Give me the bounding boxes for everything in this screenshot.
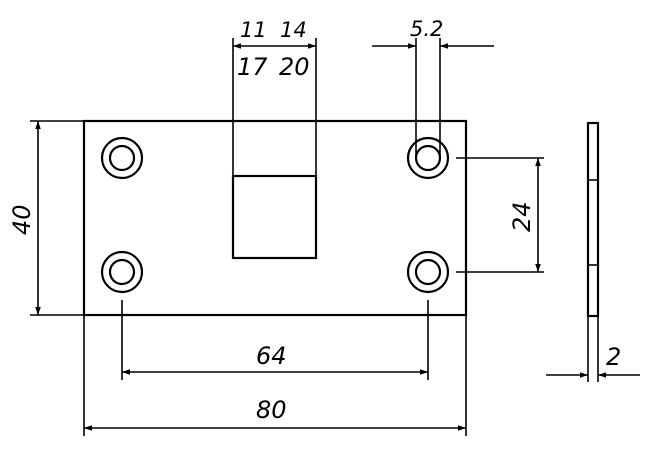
slot-width-label-bottom-b: 20 [279, 53, 310, 81]
hole-diameter-label: 5.2 [410, 17, 443, 41]
hole-diameter-dimension: 5.2 [372, 17, 494, 158]
hole-spacing-vertical-dimension: 24 [456, 157, 544, 273]
hole-top-left [100, 136, 144, 180]
thickness-dimension: 2 [546, 316, 640, 382]
hole-top-right [406, 136, 450, 180]
height-dimension: 40 [8, 120, 84, 316]
hole-spacing-horizontal-dimension: 64 [121, 300, 429, 380]
thickness-label: 2 [606, 343, 621, 371]
width-label: 80 [256, 396, 287, 424]
slot-width-label-top-b: 14 [280, 18, 307, 42]
slot-width-label-top-a: 11 [240, 18, 267, 42]
slot-dimension: 11 14 17 20 [232, 18, 317, 176]
side-view [586, 121, 600, 318]
hole-spacing-vertical-label: 24 [508, 201, 536, 232]
height-label: 40 [8, 204, 36, 235]
square-slot [231, 174, 318, 260]
plate-outline [82, 119, 468, 317]
width-dimension: 80 [83, 315, 467, 436]
hole-bottom-left [100, 250, 144, 294]
hole-bottom-right [406, 250, 450, 294]
hole-spacing-horizontal-label: 64 [256, 342, 287, 370]
slot-width-label-bottom-a: 17 [237, 53, 268, 81]
